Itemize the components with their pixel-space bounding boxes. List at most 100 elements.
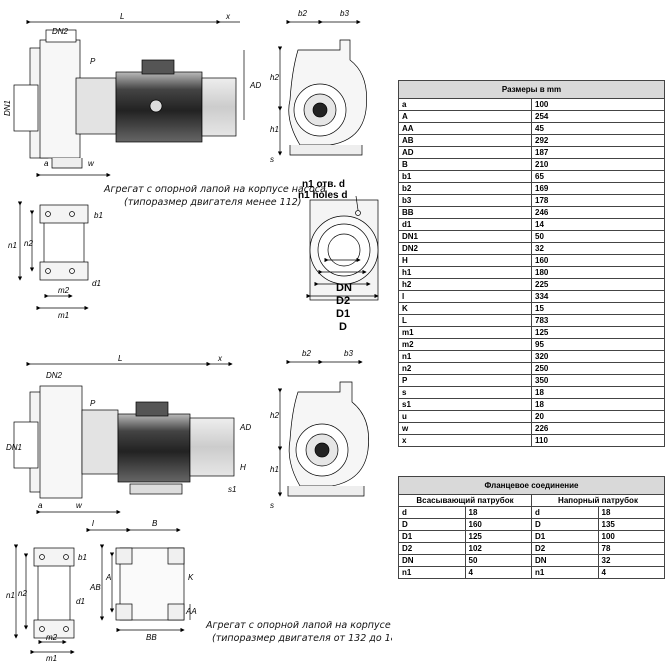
dimension-key: DN2 [398, 242, 532, 255]
dim-AA: AA [185, 607, 197, 616]
dimension-key: d1 [398, 218, 532, 231]
dim-b1-bottom: b1 [78, 553, 87, 562]
dimension-value: 250 [531, 362, 665, 375]
dim-m2-bottom: m2 [46, 633, 58, 642]
dim-A: A [105, 573, 111, 582]
dimension-value: 100 [531, 98, 665, 111]
flange-key: DN [531, 554, 599, 567]
flange-key: DN [398, 554, 466, 567]
dim-m1-top: m1 [58, 311, 69, 320]
dim-L-bottom: L [118, 354, 122, 363]
top-side-view [13, 19, 245, 178]
flange-value: 50 [464, 554, 532, 567]
flange-key: D [531, 518, 599, 531]
dim-AD-bottom: AD [239, 423, 251, 432]
dimension-value: 18 [531, 386, 665, 399]
dim-a-bottom: a [38, 501, 43, 510]
flange-value: 32 [597, 554, 665, 567]
dim-AD: AD [249, 81, 261, 90]
dim-n2-bottom: n2 [18, 589, 27, 598]
dimension-key: h2 [398, 278, 532, 291]
flange-key: d [398, 506, 466, 519]
dim-x-bottom: x [217, 354, 223, 363]
top-front-view [277, 19, 367, 156]
dim-DN2-bottom: DN2 [46, 371, 63, 380]
bottom-foot-plan-pump [13, 544, 75, 655]
flange-key: D2 [531, 542, 599, 555]
dimension-value: 110 [531, 434, 665, 447]
dim-DN1-bottom: DN1 [6, 443, 22, 452]
flange-discharge-header: Напорный патрубок [531, 494, 665, 507]
dim-n2-top: n2 [24, 239, 33, 248]
dim-P: P [90, 57, 96, 66]
flange-value: 135 [597, 518, 665, 531]
flange-key: d [531, 506, 599, 519]
dim-m2-top: m2 [58, 286, 70, 295]
dim-s-top: s [270, 155, 274, 164]
flange-holes-ru: n1 отв. d [302, 179, 345, 190]
flange-value: 100 [597, 530, 665, 543]
flange-value: 102 [464, 542, 532, 555]
dimension-key: AD [398, 146, 532, 159]
flange-key: D [398, 518, 466, 531]
dimension-value: 169 [531, 182, 665, 195]
dimension-key: H [398, 254, 532, 267]
dim-s-bottom: s [270, 501, 274, 510]
dim-DN1: DN1 [3, 100, 12, 116]
dimension-key: a [398, 98, 532, 111]
dim-w: w [88, 159, 95, 168]
dimension-key: b1 [398, 170, 532, 183]
dimension-value: 14 [531, 218, 665, 231]
dimension-key: n1 [398, 350, 532, 363]
dimension-key: P [398, 374, 532, 387]
dimension-value: 180 [531, 266, 665, 279]
dimension-value: 45 [531, 122, 665, 135]
dim-AB: AB [89, 583, 101, 592]
dim-n1-top: n1 [8, 241, 17, 250]
flange-value: 18 [597, 506, 665, 519]
dimension-key: w [398, 422, 532, 435]
dimension-value: 783 [531, 314, 665, 327]
dim-h2-top: h2 [270, 73, 279, 82]
flange-key: D1 [531, 530, 599, 543]
dim-w-bottom: w [76, 501, 83, 510]
dimension-value: 65 [531, 170, 665, 183]
dimensions-table-title: Размеры в mm [398, 80, 665, 99]
dim-m1-bottom: m1 [46, 654, 57, 663]
flange-value: 4 [464, 566, 532, 579]
dim-B-bottom: B [152, 519, 158, 528]
technical-drawing: L x DN2 DN1 P AD a w b2 b3 h2 h1 s Агрег… [3, 9, 392, 663]
dimension-key: s [398, 386, 532, 399]
dim-n1-bottom: n1 [6, 591, 15, 600]
flange-key: n1 [398, 566, 466, 579]
dimension-key: m2 [398, 338, 532, 351]
flange-table-title: Фланцевое соединение [398, 476, 665, 495]
dim-h2-bottom: h2 [270, 411, 279, 420]
dimension-value: 334 [531, 290, 665, 303]
dimension-key: B [398, 158, 532, 171]
dim-a: a [44, 159, 49, 168]
dimension-value: 320 [531, 350, 665, 363]
caption-bottom-line1: Агрегат с опорной лапой на корпусе насос… [205, 620, 392, 631]
dimension-value: 50 [531, 230, 665, 243]
dimension-key: b2 [398, 182, 532, 195]
